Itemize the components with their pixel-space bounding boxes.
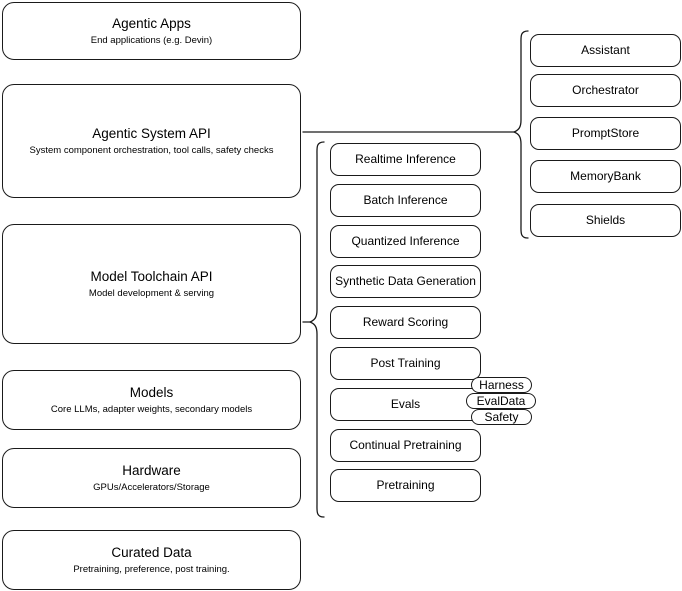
layer-title: Model Toolchain API xyxy=(90,269,213,284)
evals-subcomponent-safety[interactable]: Safety xyxy=(471,409,532,425)
layer-subtitle: GPUs/Accelerators/Storage xyxy=(93,482,210,493)
component-post-training[interactable]: Post Training xyxy=(330,347,481,380)
layer-curated-data[interactable]: Curated Data Pretraining, preference, po… xyxy=(2,530,301,590)
layer-title: Agentic Apps xyxy=(112,16,191,31)
component-evals[interactable]: Evals xyxy=(330,388,481,421)
evals-subcomponent-evaldata[interactable]: EvalData xyxy=(466,393,536,409)
brace-system-components xyxy=(513,30,529,239)
layer-agentic-system-api[interactable]: Agentic System API System component orch… xyxy=(2,84,301,198)
layer-model-toolchain-api[interactable]: Model Toolchain API Model development & … xyxy=(2,224,301,344)
layer-title: Hardware xyxy=(122,463,181,478)
layer-title: Models xyxy=(129,385,174,400)
layer-subtitle: Model development & serving xyxy=(88,288,215,299)
component-pretraining[interactable]: Pretraining xyxy=(330,469,481,502)
layer-agentic-apps[interactable]: Agentic Apps End applications (e.g. Devi… xyxy=(2,2,301,60)
component-reward-scoring[interactable]: Reward Scoring xyxy=(330,306,481,339)
evals-subcomponent-harness[interactable]: Harness xyxy=(471,377,532,393)
component-continual-pretraining[interactable]: Continual Pretraining xyxy=(330,429,481,462)
component-promptstore[interactable]: PromptStore xyxy=(530,117,681,150)
component-batch-inference[interactable]: Batch Inference xyxy=(330,184,481,217)
layer-models[interactable]: Models Core LLMs, adapter weights, secon… xyxy=(2,370,301,430)
layer-subtitle: System component orchestration, tool cal… xyxy=(29,145,274,156)
component-assistant[interactable]: Assistant xyxy=(530,34,681,67)
layer-hardware[interactable]: Hardware GPUs/Accelerators/Storage xyxy=(2,448,301,508)
component-realtime-inference[interactable]: Realtime Inference xyxy=(330,143,481,176)
component-memorybank[interactable]: MemoryBank xyxy=(530,160,681,193)
layer-subtitle: End applications (e.g. Devin) xyxy=(90,35,213,46)
component-orchestrator[interactable]: Orchestrator xyxy=(530,74,681,107)
layer-title: Curated Data xyxy=(111,545,192,560)
component-synthetic-data-generation[interactable]: Synthetic Data Generation xyxy=(330,265,481,298)
brace-toolchain-components xyxy=(309,141,325,518)
component-quantized-inference[interactable]: Quantized Inference xyxy=(330,225,481,258)
component-shields[interactable]: Shields xyxy=(530,204,681,237)
layer-title: Agentic System API xyxy=(92,126,211,141)
layer-subtitle: Core LLMs, adapter weights, secondary mo… xyxy=(50,404,253,415)
layer-subtitle: Pretraining, preference, post training. xyxy=(73,564,230,575)
